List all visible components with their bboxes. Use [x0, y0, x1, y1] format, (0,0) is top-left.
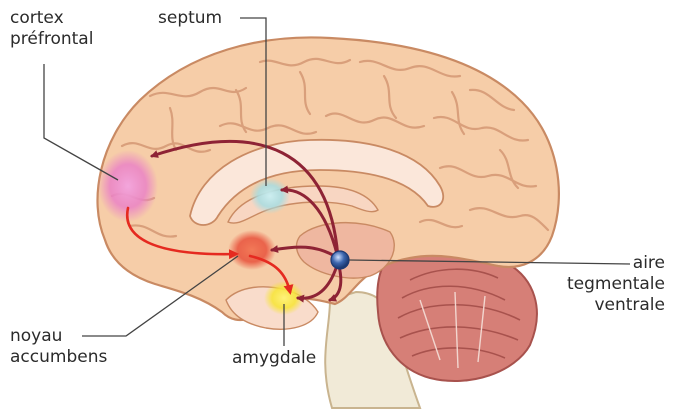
label-noyau-accumbens-line2: accumbens: [10, 347, 107, 368]
label-aire-tegmentale-ventrale: aire tegmentale ventrale: [567, 253, 665, 316]
label-noyau-accumbens-line1: noyau: [10, 326, 107, 347]
label-atv-line3: ventrale: [567, 295, 665, 316]
label-noyau-accumbens: noyau accumbens: [10, 326, 107, 368]
vta-node: [331, 251, 349, 269]
label-septum-text: septum: [158, 8, 222, 29]
label-septum: septum: [158, 8, 222, 29]
cerebellum: [377, 251, 537, 381]
label-cortex-prefrontal-line2: préfrontal: [10, 29, 93, 50]
label-atv-line2: tegmentale: [567, 274, 665, 295]
label-cortex-prefrontal-line1: cortex: [10, 8, 93, 29]
label-amygdale: amygdale: [232, 348, 316, 369]
label-cortex-prefrontal: cortex préfrontal: [10, 8, 93, 50]
label-amygdale-text: amygdale: [232, 348, 316, 369]
septum-zone: [250, 178, 290, 214]
label-atv-line1: aire: [567, 253, 665, 274]
